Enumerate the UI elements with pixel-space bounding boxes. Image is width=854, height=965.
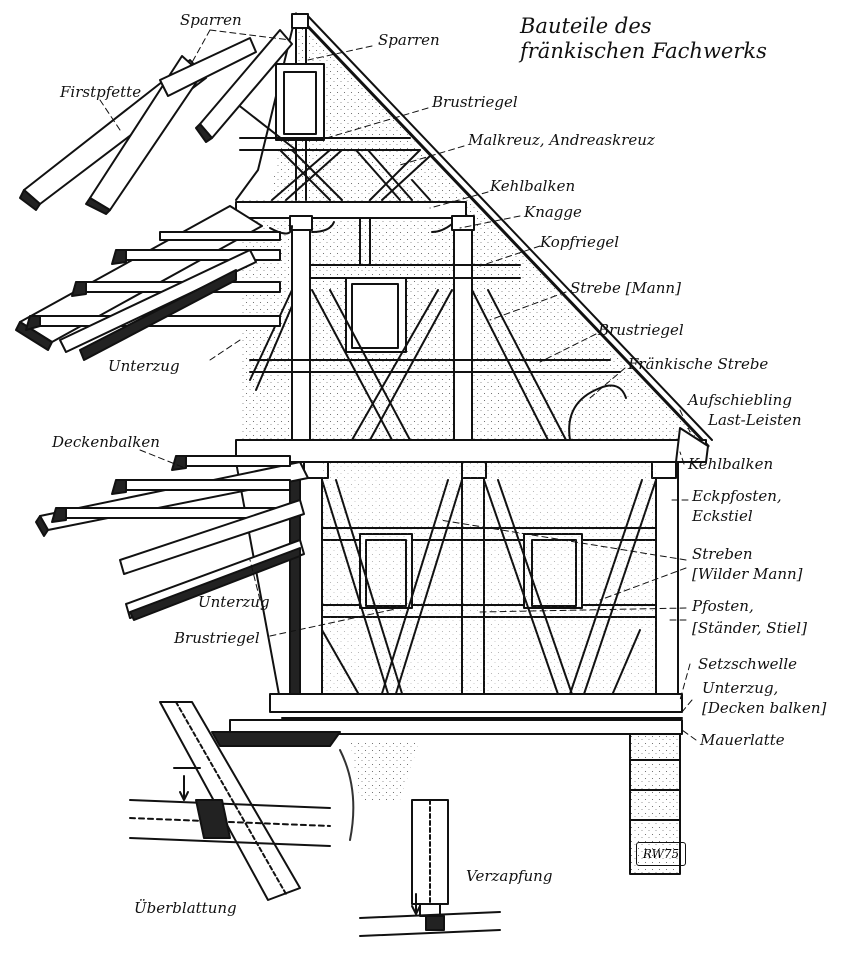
label-brustriegel-mid: Brustriegel: [598, 321, 684, 339]
lower-storey-frame: [235, 461, 679, 701]
label-sparren-left: Sparren: [180, 11, 242, 29]
label-mauerlatte: Mauerlatte: [700, 731, 785, 749]
label-brustriegel-low: Brustriegel: [174, 629, 260, 647]
label-strebe-mann: Strebe [Mann]: [570, 279, 681, 297]
label-malkreuz: Malkreuz, Andreaskreuz: [468, 131, 655, 149]
label-sparren-right: Sparren: [378, 31, 440, 49]
label-eckstiel: Eckstiel: [692, 507, 753, 525]
artist-signature: RW75: [636, 842, 686, 866]
label-fraenkische-strebe: Fränkische Strebe: [628, 355, 769, 373]
mortise-tenon-detail: [359, 799, 501, 937]
label-unterzug-upper: Unterzug: [108, 357, 180, 375]
title-line-2: fränkischen Fachwerks: [520, 39, 767, 63]
label-unterzug-lower: Unterzug: [198, 593, 270, 611]
label-wilder-mann: [Wilder Mann]: [692, 565, 803, 583]
label-verzapfung: Verzapfung: [466, 867, 553, 885]
sill-and-beams: [211, 693, 683, 875]
label-kehlbalken-top: Kehlbalken: [490, 177, 576, 195]
label-kopfriegel: Kopfriegel: [540, 233, 620, 251]
label-decken-balken: [Decken balken]: [702, 699, 827, 717]
diagram-title: Bauteile des fränkischen Fachwerks: [520, 14, 767, 64]
collar-beam-upper: [235, 201, 467, 219]
label-setzschwelle: Setzschwelle: [698, 655, 798, 673]
label-pfosten: Pfosten,: [692, 597, 754, 615]
lower-eaves-left: [35, 455, 309, 621]
label-firstpfette: Firstpfette: [60, 83, 142, 101]
leader-lines: [99, 29, 697, 741]
label-streben: Streben: [692, 545, 753, 563]
label-deckenbalken: Deckenbalken: [52, 433, 160, 451]
label-last-leisten: Last-Leisten: [708, 411, 802, 429]
label-knagge: Knagge: [524, 203, 582, 221]
label-staender-stiel: [Ständer, Stiel]: [692, 619, 807, 637]
middle-storey-frame: [249, 215, 627, 441]
label-aufschiebling: Aufschiebling: [688, 391, 792, 409]
gable-top-frame: [231, 13, 431, 201]
rafters-left: [19, 29, 293, 215]
label-unterzug-bottom: Unterzug,: [702, 679, 779, 697]
label-ueberblattung: Überblattung: [134, 899, 237, 917]
upper-eaves-left: [15, 205, 281, 361]
title-line-1: Bauteile des: [520, 14, 652, 38]
overlap-joint-detail: [129, 701, 331, 901]
label-brustriegel-top: Brustriegel: [432, 93, 518, 111]
label-kehlbalken-lower: Kehlbalken: [688, 455, 774, 473]
label-eckpfosten: Eckpfosten,: [692, 487, 782, 505]
